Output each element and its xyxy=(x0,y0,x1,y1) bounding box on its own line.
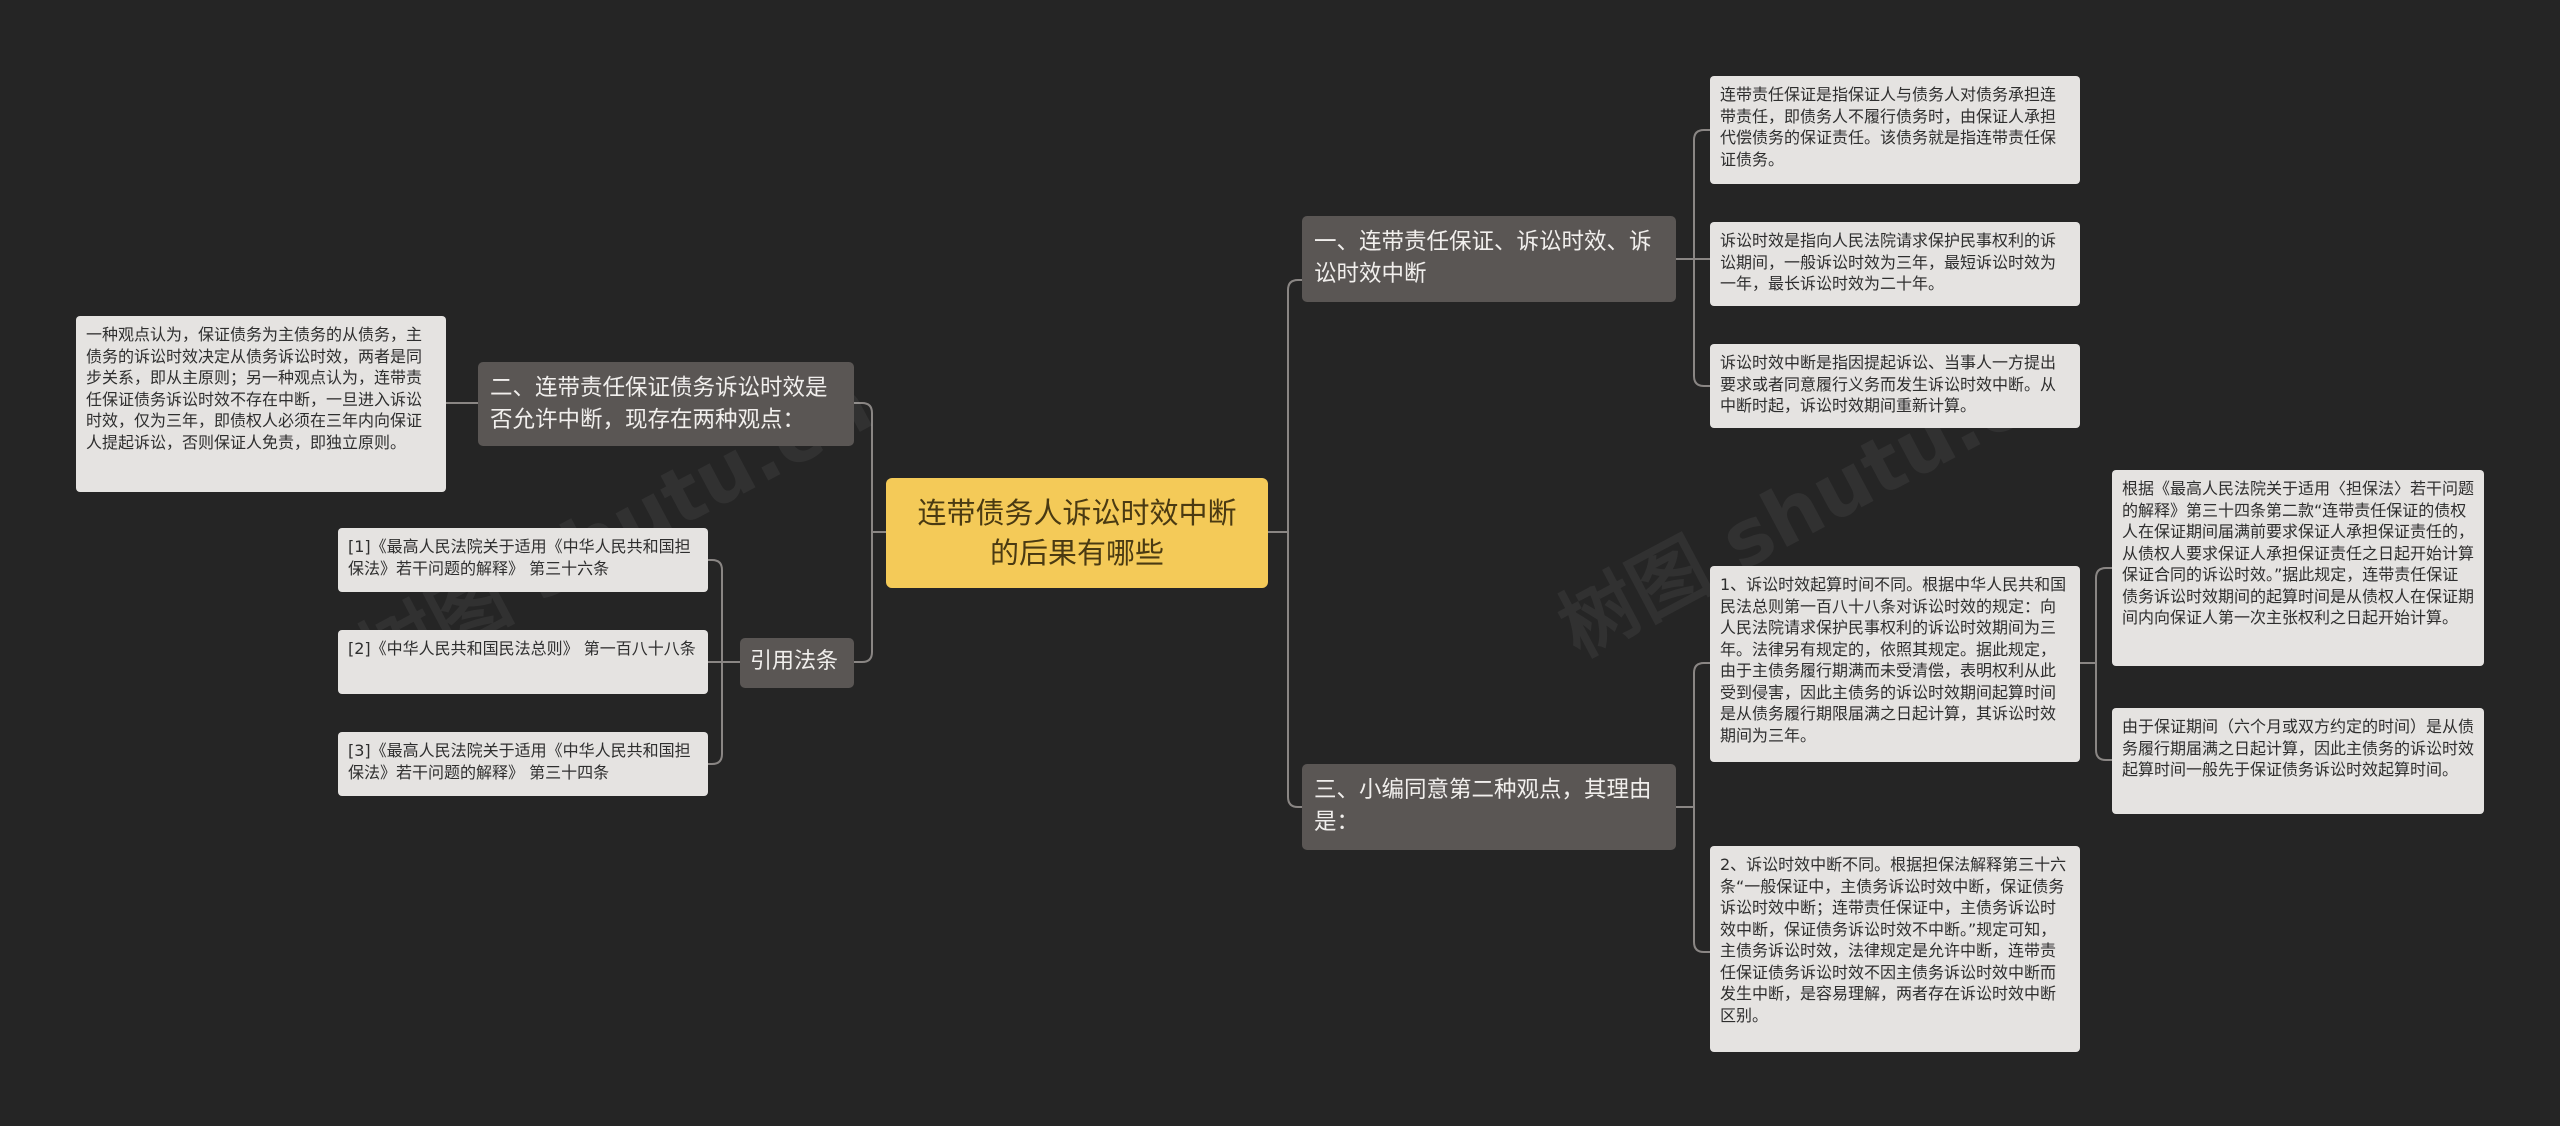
link-root-b1 xyxy=(1268,279,1302,533)
leaf-joint-guarantee-text: 连带责任保证是指保证人与债务人对债务承担连带责任，即债务人不履行债务时，由保证人… xyxy=(1720,85,2057,169)
branch-two-views[interactable]: 二、连带责任保证债务诉讼时效是否允许中断，现存在两种观点： xyxy=(478,362,854,446)
leaf-limitation-period[interactable]: 诉讼时效是指向人民法院请求保护民事权利的诉讼期间，一般诉讼时效为三年，最短诉讼时… xyxy=(1710,222,2080,306)
branch-cited-laws[interactable]: 引用法条 xyxy=(740,638,854,688)
link-root-b4 xyxy=(854,531,886,663)
subleaf-judicial-interpretation-text: 根据《最高人民法院关于适用〈担保法〉若干问题的解释》第三十四条第二款“连带责任保… xyxy=(2122,479,2475,627)
subleaf-guarantee-period[interactable]: 由于保证期间（六个月或双方约定的时间）是从债务履行期届满之日起计算，因此主债务的… xyxy=(2112,708,2484,814)
branch-concepts-label: 一、连带责任保证、诉讼时效、诉讼时效中断 xyxy=(1314,229,1652,287)
subleaf-judicial-interpretation[interactable]: 根据《最高人民法院关于适用〈担保法〉若干问题的解释》第三十四条第二款“连带责任保… xyxy=(2112,470,2484,666)
subleaf-guarantee-period-text: 由于保证期间（六个月或双方约定的时间）是从债务履行期届满之日起计算，因此主债务的… xyxy=(2122,717,2475,779)
leaf-interruption-text: 诉讼时效中断是指因提起诉讼、当事人一方提出要求或者同意履行义务而发生诉讼时效中断… xyxy=(1720,353,2057,415)
law-ref-3-text: [3]《最高人民法院关于适用《中华人民共和国担保法》若干问题的解释》 第三十四条 xyxy=(348,741,691,782)
leaf-two-views[interactable]: 一种观点认为，保证债务为主债务的从债务，主债务的诉讼时效决定从债务诉讼时效，两者… xyxy=(76,316,446,492)
link-b3-leaf1 xyxy=(1676,662,1710,808)
root-topic[interactable]: 连带债务人诉讼时效中断的后果有哪些 xyxy=(886,478,1268,588)
branch-opinion-label: 三、小编同意第二种观点，其理由是： xyxy=(1314,777,1652,835)
link-b1-leaf3 xyxy=(1676,258,1710,387)
link-b4-leaf3 xyxy=(708,661,740,765)
leaf-start-time-text: 1、诉讼时效起算时间不同。根据中华人民共和国民法总则第一百八十八条对诉讼时效的规… xyxy=(1720,575,2067,745)
link-b4-leaf1 xyxy=(708,559,740,663)
leaf-limitation-period-text: 诉讼时效是指向人民法院请求保护民事权利的诉讼期间，一般诉讼时效为三年，最短诉讼时… xyxy=(1720,231,2057,293)
leaf-interruption[interactable]: 诉讼时效中断是指因提起诉讼、当事人一方提出要求或者同意履行义务而发生诉讼时效中断… xyxy=(1710,344,2080,428)
branch-concepts[interactable]: 一、连带责任保证、诉讼时效、诉讼时效中断 xyxy=(1302,216,1676,302)
law-ref-3[interactable]: [3]《最高人民法院关于适用《中华人民共和国担保法》若干问题的解释》 第三十四条 xyxy=(338,732,708,796)
link-root-b3 xyxy=(1268,531,1302,808)
branch-two-views-label: 二、连带责任保证债务诉讼时效是否允许中断，现存在两种观点： xyxy=(490,375,828,433)
link-b3sub-2 xyxy=(2080,662,2112,761)
leaf-two-views-text: 一种观点认为，保证债务为主债务的从债务，主债务的诉讼时效决定从债务诉讼时效，两者… xyxy=(86,325,423,452)
link-b1-leaf1 xyxy=(1676,129,1710,260)
leaf-interruption-diff-text: 2、诉讼时效中断不同。根据担保法解释第三十六条“一般保证中，主债务诉讼时效中断，… xyxy=(1720,855,2067,1025)
leaf-interruption-diff[interactable]: 2、诉讼时效中断不同。根据担保法解释第三十六条“一般保证中，主债务诉讼时效中断，… xyxy=(1710,846,2080,1052)
leaf-start-time[interactable]: 1、诉讼时效起算时间不同。根据中华人民共和国民法总则第一百八十八条对诉讼时效的规… xyxy=(1710,566,2080,762)
law-ref-2[interactable]: [2]《中华人民共和国民法总则》 第一百八十八条 xyxy=(338,630,708,694)
law-ref-1[interactable]: [1]《最高人民法院关于适用《中华人民共和国担保法》若干问题的解释》 第三十六条 xyxy=(338,528,708,592)
law-ref-2-text: [2]《中华人民共和国民法总则》 第一百八十八条 xyxy=(348,639,696,658)
link-b3-leaf2 xyxy=(1676,806,1710,953)
law-ref-1-text: [1]《最高人民法院关于适用《中华人民共和国担保法》若干问题的解释》 第三十六条 xyxy=(348,537,691,578)
link-b3sub-1 xyxy=(2080,567,2112,664)
link-root-b2 xyxy=(854,402,886,533)
root-title: 连带债务人诉讼时效中断的后果有哪些 xyxy=(917,496,1237,570)
branch-cited-laws-label: 引用法条 xyxy=(750,649,839,674)
branch-opinion[interactable]: 三、小编同意第二种观点，其理由是： xyxy=(1302,764,1676,850)
leaf-joint-guarantee[interactable]: 连带责任保证是指保证人与债务人对债务承担连带责任，即债务人不履行债务时，由保证人… xyxy=(1710,76,2080,184)
